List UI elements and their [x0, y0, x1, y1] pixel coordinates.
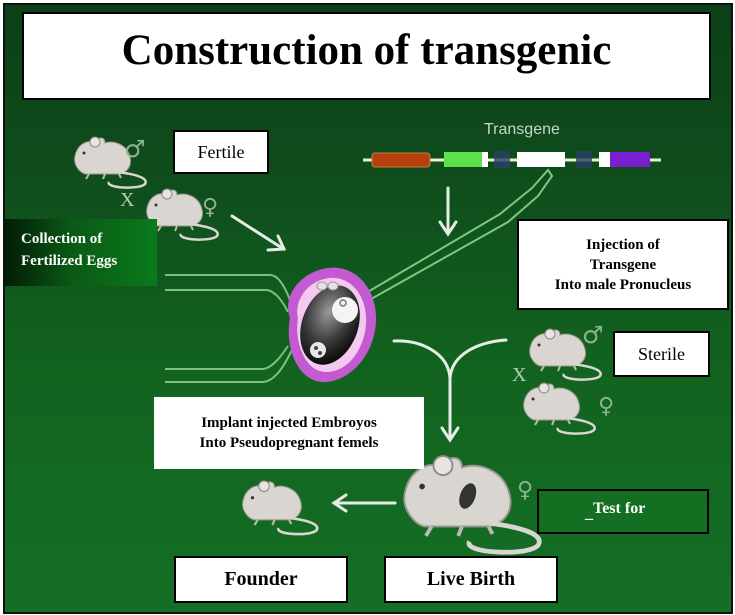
transgene-segment-intron-2 — [576, 151, 592, 168]
implant-label-box: Implant injected Embroyos Into Pseudopre… — [154, 397, 424, 469]
female-symbol-pregnant: ♀ — [517, 478, 533, 503]
collection-label-box: Collection of Fertilized Eggs — [3, 219, 157, 286]
oviduct-lines — [165, 274, 293, 383]
sterile-label: Sterile — [638, 343, 685, 364]
transgene-segment-promoter — [371, 152, 431, 168]
transgene-segment-intron-1 — [494, 151, 510, 168]
fertilized-egg-icon — [288, 267, 377, 383]
male-symbol-sterile: ♂ — [582, 321, 604, 349]
arrow-transgene-down — [438, 186, 458, 237]
founder-label-box: Founder — [174, 556, 348, 603]
transgene-construct — [363, 151, 661, 168]
injection-line-1: Injection of — [586, 236, 660, 253]
transgene-label: Transgene — [484, 121, 560, 138]
transgene-segment-exon-2 — [517, 152, 565, 167]
transgene-segment-exon-3 — [610, 152, 650, 167]
female-symbol-sterile: ♀ — [598, 394, 614, 419]
transgene-segment-exon-1 — [444, 152, 488, 167]
injection-line-2: Transgene — [589, 256, 657, 273]
cross-symbol-sterile: X — [512, 364, 527, 386]
injection-needle — [343, 168, 554, 313]
injection-line-3: Into male Pronucleus — [554, 276, 692, 293]
fertile-label-box: Fertile — [173, 130, 269, 174]
live-birth-label-box: Live Birth — [384, 556, 558, 603]
test-for-box: _ Test for — [537, 489, 709, 534]
founder-label: Founder — [224, 568, 298, 590]
fertile-label: Fertile — [197, 141, 245, 162]
page-title: Construction of transgenic — [121, 26, 612, 74]
test-prefix: _ — [585, 505, 593, 522]
arrow-to-egg — [230, 214, 287, 252]
male-symbol-fertile: ♂ — [124, 135, 146, 163]
sterile-label-box: Sterile — [613, 331, 710, 377]
collection-line-1: Collection of — [21, 231, 103, 247]
cross-symbol-fertile: X — [120, 189, 135, 211]
test-for-label: Test for — [593, 500, 646, 517]
female-mouse-sterile — [522, 381, 596, 435]
female-symbol-fertile: ♀ — [202, 195, 218, 220]
pregnant-mouse-icon — [404, 456, 539, 552]
founder-mouse-icon — [241, 479, 319, 536]
arrow-to-founder — [331, 493, 397, 513]
live-birth-label: Live Birth — [426, 568, 516, 590]
implant-line-2: Into Pseudopregnant femels — [199, 435, 379, 451]
arrow-merge-down — [392, 338, 508, 443]
collection-line-2: Fertilized Eggs — [21, 253, 118, 269]
implant-line-1: Implant injected Embroyos — [201, 415, 377, 431]
title-box: Construction of transgenic — [22, 12, 711, 100]
injection-label-box: Injection of Transgene Into male Pronucl… — [517, 219, 729, 310]
